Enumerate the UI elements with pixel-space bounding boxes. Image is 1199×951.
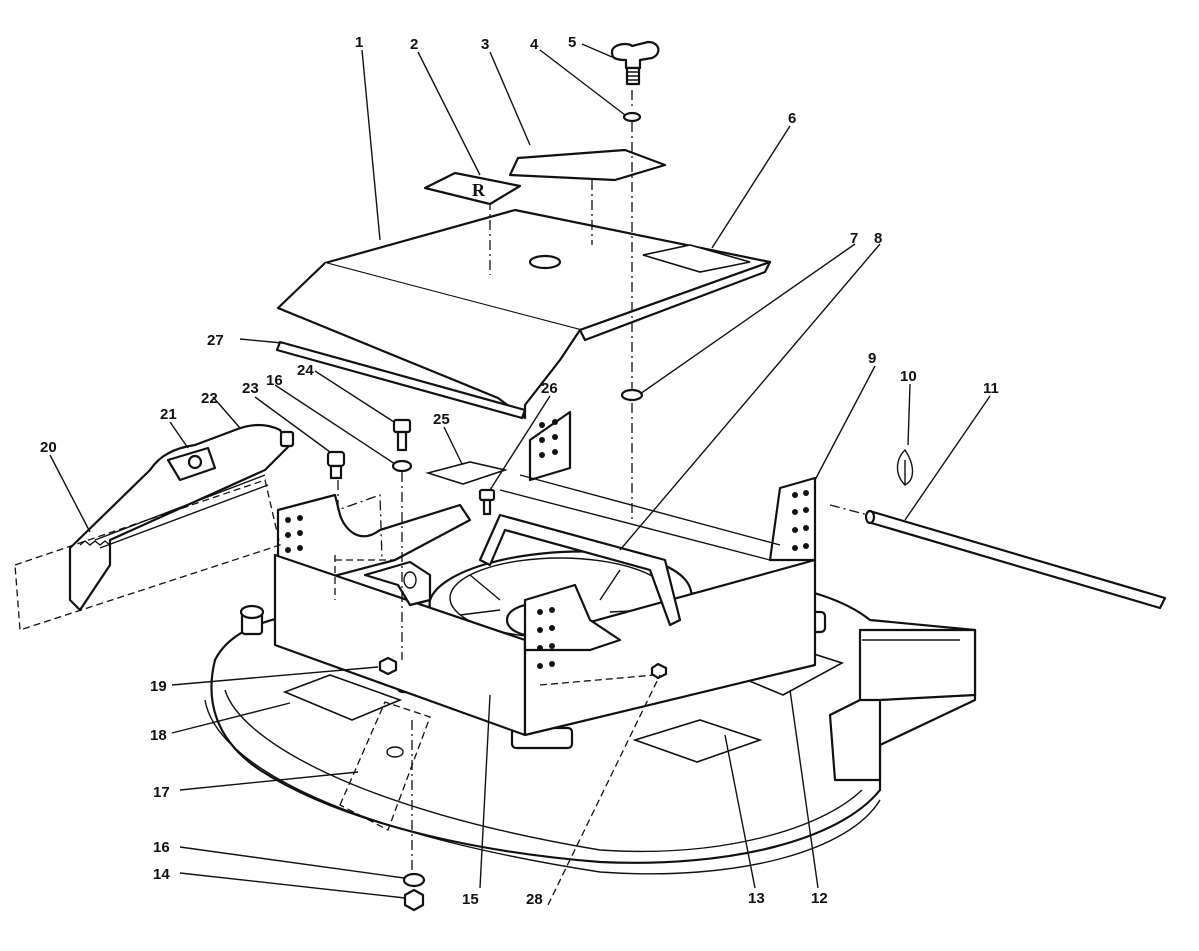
deflector-assembly (14, 424, 295, 631)
knob-assembly (610, 40, 660, 520)
callouts: 1 2 3 4 5 6 7 8 9 10 11 12 13 14 15 16 1… (40, 34, 999, 908)
callout-17: 17 (153, 784, 170, 801)
callout-2: 2 (410, 36, 418, 53)
callout-3: 3 (481, 36, 489, 53)
callout-21: 21 (160, 406, 177, 423)
callout-26: 26 (541, 380, 558, 397)
plate-17 (339, 701, 431, 831)
decal-13 (632, 719, 763, 763)
callout-9: 9 (868, 350, 876, 367)
callout-5: 5 (568, 34, 576, 51)
callout-14: 14 (153, 866, 170, 883)
callout-13: 13 (748, 890, 765, 907)
callout-7: 7 (850, 230, 858, 247)
callout-10: 10 (900, 368, 917, 385)
seal-strip (275, 340, 527, 420)
callout-27: 27 (207, 332, 224, 349)
decal-18 (282, 674, 403, 721)
washer-4 (622, 111, 642, 123)
svg-text:R: R (472, 180, 486, 200)
callout-16-bottom: 16 (153, 839, 170, 856)
callout-19: 19 (150, 678, 167, 695)
callout-6: 6 (788, 110, 796, 127)
leader-lines (49, 43, 991, 899)
callout-15: 15 (462, 891, 479, 908)
callout-1: 1 (355, 34, 363, 51)
callout-4: 4 (530, 36, 539, 53)
washer-7 (620, 388, 644, 402)
engine-mount-frame (273, 410, 817, 737)
callout-24: 24 (297, 362, 314, 379)
callout-18: 18 (150, 727, 167, 744)
callout-8: 8 (874, 230, 882, 247)
callout-12: 12 (811, 890, 828, 907)
callout-23: 23 (242, 380, 259, 397)
top-cover (276, 180, 772, 420)
decal-2 (423, 171, 522, 206)
callout-20: 20 (40, 439, 57, 456)
decal-3 (508, 148, 667, 182)
callout-25: 25 (433, 411, 450, 428)
hitch-pin (829, 448, 1167, 610)
callout-22: 22 (201, 390, 218, 407)
callout-16-top: 16 (266, 372, 283, 389)
hardware (326, 418, 668, 912)
callout-28: 28 (526, 891, 543, 908)
decal-6 (642, 244, 751, 273)
callout-11: 11 (983, 380, 999, 397)
decals-top: R (423, 148, 667, 206)
decal-25 (425, 461, 508, 485)
